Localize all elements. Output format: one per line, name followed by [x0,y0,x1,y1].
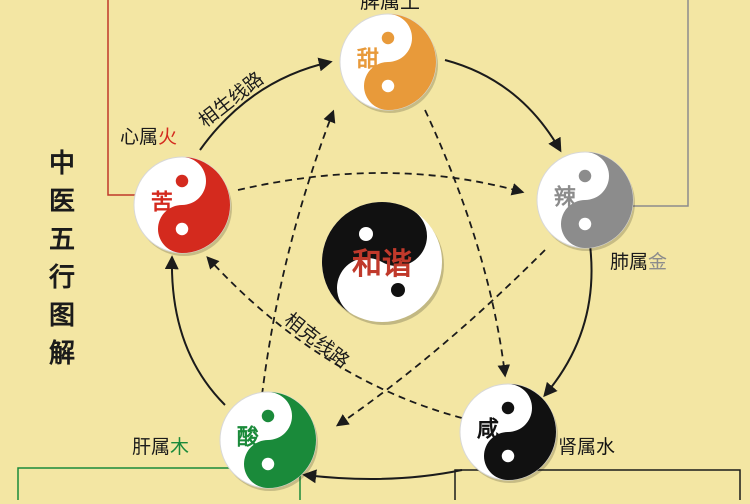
node-sweet: 甜 [339,13,438,113]
element-name-spicy: 金 [648,251,667,273]
overcoming-route-label: 相克线路 [280,309,353,373]
node-bitter-label: 苦 [151,190,173,215]
node-sour: 酸 [219,391,318,491]
organ-name-spicy: 肺属 [610,251,648,273]
arrow-salty-to-sour [302,469,463,484]
node-salty-label: 咸 [477,417,499,442]
title-char: 中 [49,149,75,179]
overcoming-arrows [206,109,546,427]
title-char: 解 [49,339,75,369]
element-name-sour: 木 [170,436,189,458]
organ-label-salty: 肾属水 [558,436,615,458]
frame-lines [17,0,741,500]
organ-name-sour: 肝属 [132,436,170,458]
organ-label-sour: 肝属木 [132,436,189,458]
organ-label-bitter: 心属火 [120,126,177,148]
node-sweet-label: 甜 [357,46,379,72]
title-char: 医 [49,187,75,217]
node-sour-label: 酸 [237,425,260,450]
generating-arrows [164,57,593,484]
title-char: 行 [48,262,75,293]
organ-name-bitter: 心属 [120,126,158,148]
element-name-bitter: 火 [158,126,177,148]
arrow-bitter-to-spicy [237,172,525,196]
center-harmony-node: 和谐 [322,202,444,325]
node-spicy-label: 辣 [554,184,577,210]
arrow-bitter-to-sweet [199,57,333,151]
node-spicy: 辣 [536,151,635,251]
arrow-sweet-to-salty [424,109,511,378]
arrow-sour-to-sweet [261,109,336,396]
title-char: 图 [49,301,75,331]
organ-label-spicy: 肺属金 [610,251,667,273]
generating-route-label: 相生线路 [195,68,268,132]
arrow-sweet-to-spicy [444,59,562,153]
element-name-salty: 水 [596,436,615,458]
arrow-salty-to-bitter [206,256,463,419]
arrow-sour-to-bitter [164,255,226,406]
title-char: 五 [49,225,75,255]
organ-name-salty: 肾属 [558,436,596,458]
center-label: 和谐 [352,247,412,282]
top-organ-label: 脾属土 [360,0,420,13]
arrow-spicy-to-salty [543,244,593,398]
node-bitter: 苦 [133,156,232,256]
arrow-spicy-to-sour [335,249,546,427]
node-salty: 咸 [459,383,558,483]
